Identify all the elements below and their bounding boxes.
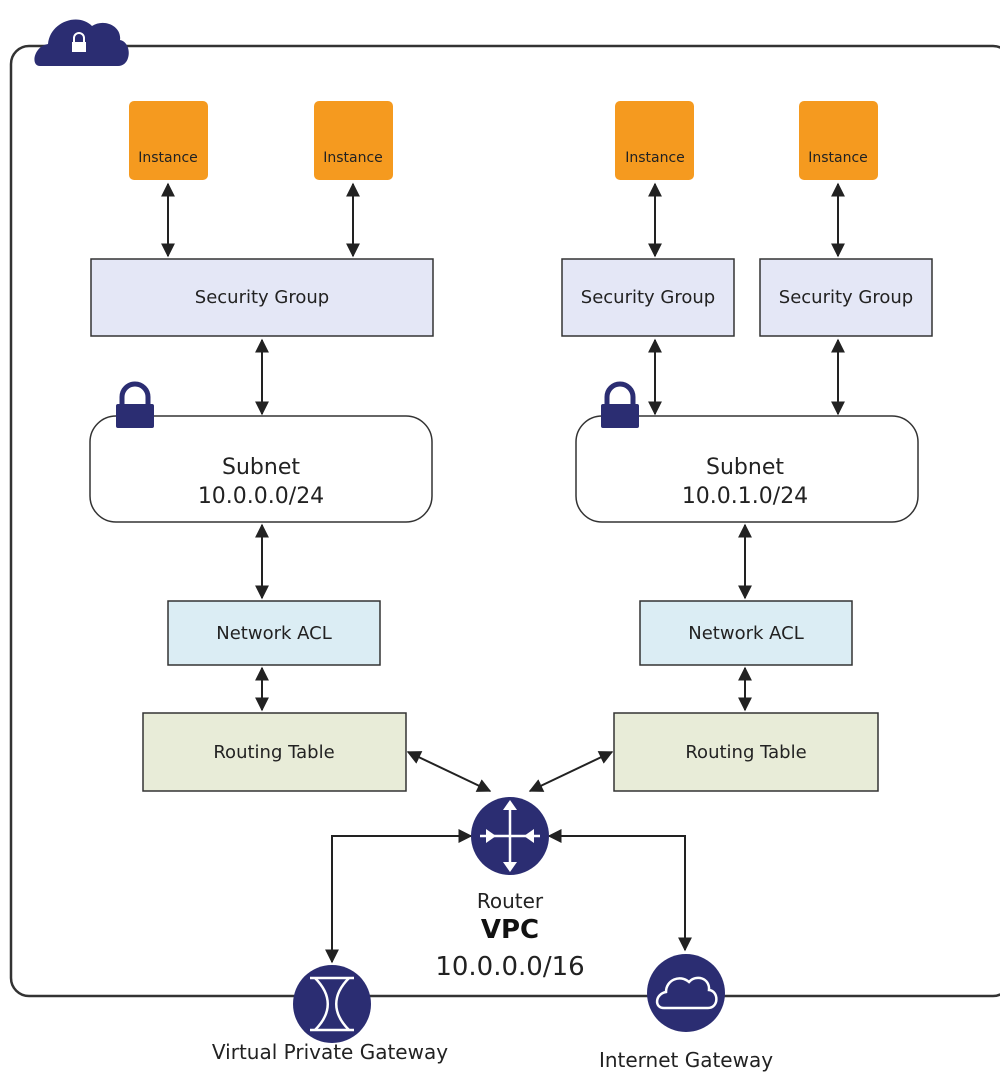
vpc-cidr: 10.0.0.0/16 <box>435 952 584 982</box>
svg-text:10.0.0.0/24: 10.0.0.0/24 <box>198 484 324 509</box>
connectors <box>161 182 845 964</box>
vpc-label: VPC <box>481 915 539 945</box>
svg-text:10.0.1.0/24: 10.0.1.0/24 <box>682 484 808 509</box>
padlock-icon <box>601 381 639 428</box>
svg-text:Security Group: Security Group <box>581 287 715 308</box>
network-acl-box: Network ACL <box>639 600 853 666</box>
security-group-box: Security Group <box>759 258 933 337</box>
vpc-cloud-lock-icon <box>34 19 129 66</box>
svg-text:Security Group: Security Group <box>779 287 913 308</box>
svg-text:Routing Table: Routing Table <box>213 742 334 763</box>
padlock-icon <box>116 381 154 428</box>
routing-table-box: Routing Table <box>142 712 407 792</box>
instance-box: Instance <box>314 101 393 180</box>
connector-rt-router <box>406 751 492 792</box>
svg-text:Subnet: Subnet <box>706 455 784 480</box>
vpc-boundary <box>9 44 1000 998</box>
svg-text:Instance: Instance <box>625 150 685 166</box>
svg-text:Instance: Instance <box>323 150 383 166</box>
connector-router-vpg <box>325 829 473 964</box>
igw-label: Internet Gateway <box>599 1048 773 1072</box>
svg-text:Network ACL: Network ACL <box>216 623 331 644</box>
svg-text:Network ACL: Network ACL <box>688 623 803 644</box>
svg-text:Routing Table: Routing Table <box>685 742 806 763</box>
internet-gateway-cloud-icon <box>647 954 725 1032</box>
security-group-box: Security Group <box>561 258 735 337</box>
subnet-box: Subnet 10.0.0.0/24 <box>89 415 433 523</box>
instance-box: Instance <box>129 101 208 180</box>
svg-text:Subnet: Subnet <box>222 455 300 480</box>
connector-rt-router <box>528 751 614 792</box>
svg-text:Instance: Instance <box>808 150 868 166</box>
vpg-label: Virtual Private Gateway <box>212 1040 448 1064</box>
svg-text:Security Group: Security Group <box>195 287 329 308</box>
instance-box: Instance <box>799 101 878 180</box>
routing-table-box: Routing Table <box>613 712 879 792</box>
subnet-box: Subnet 10.0.1.0/24 <box>575 415 919 523</box>
router-label: Router <box>477 889 544 913</box>
router-icon <box>471 797 549 875</box>
network-acl-box: Network ACL <box>167 600 381 666</box>
instance-box: Instance <box>615 101 694 180</box>
svg-text:Instance: Instance <box>138 150 198 166</box>
vpn-gateway-icon <box>293 965 371 1043</box>
security-group-box: Security Group <box>90 258 434 337</box>
connector-router-igw <box>547 829 692 952</box>
